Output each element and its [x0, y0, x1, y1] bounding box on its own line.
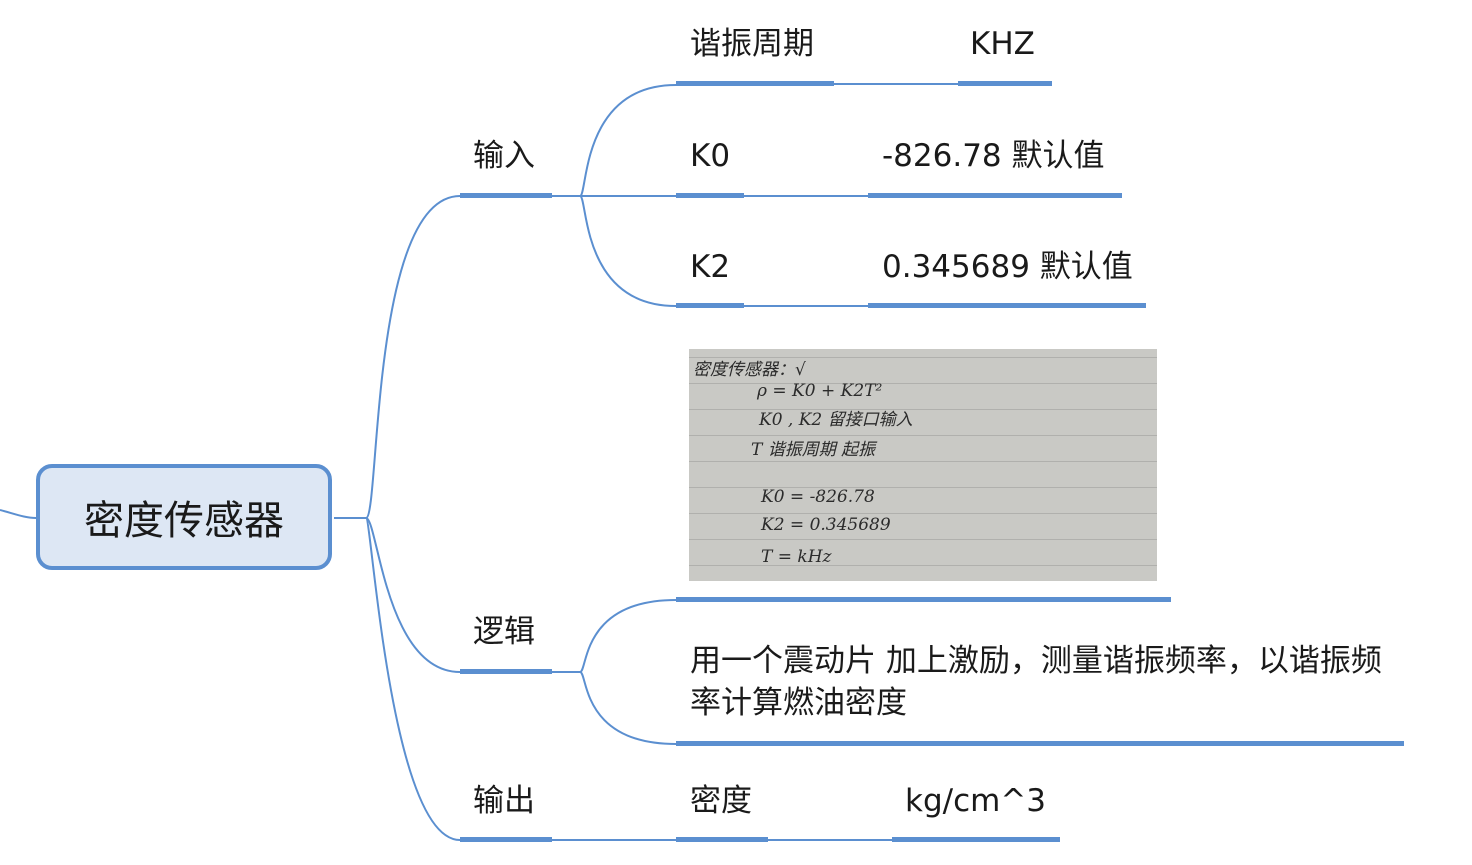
note-line: T = kHz [761, 547, 832, 567]
branch-logic-label[interactable]: 逻辑 [473, 614, 535, 650]
connector-root-output [334, 517, 461, 841]
connector-logic-description [552, 671, 677, 745]
root-left-connector [0, 509, 37, 519]
input-item-period-name[interactable]: 谐振周期 [690, 26, 814, 62]
output-item-unit[interactable]: kg/cm^3 [905, 783, 1047, 819]
note-line: K2 = 0.345689 [761, 515, 891, 535]
handwritten-note-image[interactable]: 密度传感器：√ ρ = K0 + K2T² K0 , K2 留接口输入 T 谐振… [689, 349, 1157, 581]
input-item-k2-value-underline [868, 303, 1146, 308]
input-item-k0-name[interactable]: K0 [690, 138, 731, 174]
input-item-period-underline [676, 81, 834, 86]
connector-root-input [334, 195, 461, 519]
note-line: K0 = -826.78 [761, 487, 875, 507]
note-image-underline [676, 597, 1171, 602]
connector-input-item-2 [552, 195, 677, 307]
input-item-k2-value[interactable]: 0.345689 默认值 [882, 249, 1133, 285]
output-item-unit-underline [892, 837, 1060, 842]
input-item-k0-value[interactable]: -826.78 默认值 [882, 138, 1105, 174]
root-node[interactable]: 密度传感器 [36, 464, 332, 570]
input-item-k0-value-underline [868, 193, 1122, 198]
logic-description[interactable]: 用一个震动片 加上激励，测量谐振频率，以谐振频率计算燃油密度 [690, 643, 1382, 721]
note-line: 密度传感器：√ [693, 360, 806, 380]
note-line: K0 , K2 留接口输入 [759, 410, 913, 430]
branch-input-label[interactable]: 输入 [473, 138, 535, 174]
logic-description-underline [676, 741, 1404, 746]
connector-root-logic [334, 517, 461, 673]
connector-input-item-0 [552, 84, 677, 197]
branch-input-underline [460, 193, 552, 198]
branch-logic-underline [460, 669, 552, 674]
input-item-k0-underline [676, 193, 744, 198]
input-item-k2-name[interactable]: K2 [690, 249, 731, 285]
output-item-underline [676, 837, 768, 842]
note-line: ρ = K0 + K2T² [757, 381, 883, 401]
input-item-k2-underline [676, 303, 744, 308]
root-label: 密度传感器 [84, 498, 284, 544]
connector-logic-image [552, 599, 677, 673]
branch-output-underline [460, 837, 552, 842]
note-line: T 谐振周期 起振 [751, 440, 876, 460]
branch-output-label[interactable]: 输出 [473, 783, 535, 819]
input-item-period-value-underline [958, 81, 1052, 86]
input-item-period-value[interactable]: KHZ [970, 26, 1035, 62]
output-item-name[interactable]: 密度 [690, 783, 752, 819]
